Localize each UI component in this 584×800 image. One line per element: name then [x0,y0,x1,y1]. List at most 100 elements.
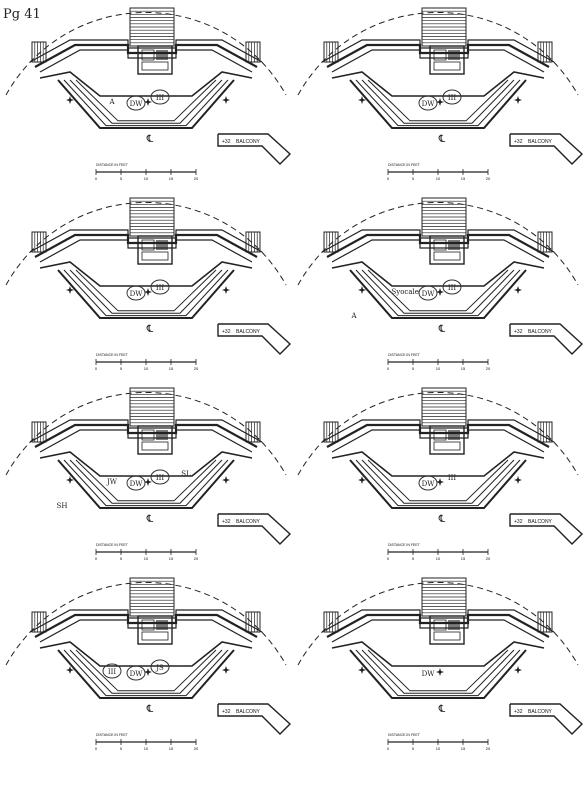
scale-tick-label: 5 [412,176,415,181]
annotation-dw: DW [422,670,436,678]
lower-wall [39,451,253,477]
column-star-icon [436,668,444,676]
right-side-stairs [537,231,553,253]
scale-tick-label: 10 [144,176,149,181]
annotation-circle [418,95,438,111]
annotation-circle [126,95,146,111]
wall-band [326,423,550,448]
dome-arc [297,582,579,666]
annotation-dw: DW [126,95,146,111]
annotation-iii: III [150,279,170,295]
annotation-text: A [108,98,115,106]
room-outline [429,45,465,75]
room-outline [429,425,465,455]
scale-tick-label: 15 [461,366,466,371]
column-star-icon [358,286,366,294]
balcony-outline [217,513,292,545]
wall-band [39,49,253,73]
annotation-sh: SH [57,502,68,510]
room-outline [429,615,465,645]
stair-outline [31,231,47,253]
scale-tick-label: 10 [144,556,149,561]
column-star-icon [222,476,230,484]
annotation-syocale: -Syocale [389,288,419,296]
wall-band [326,233,550,258]
balcony-elevation: +32 [514,709,523,715]
scale-tick-label: 10 [436,176,441,181]
annotation-a: A [108,98,115,106]
scale-tick-label: 15 [169,556,174,561]
scale-tick-label: 10 [144,746,149,751]
annotation-dw: DW [126,475,146,491]
column-star-icon [358,96,366,104]
left-side-stairs [323,421,339,443]
scale-tick-label: 20 [194,746,199,751]
scale-tick-label: 15 [461,556,466,561]
scale-tick-label: 20 [194,366,199,371]
lower-wall [331,641,545,667]
centerline-mark: ℄ [438,704,446,715]
stair-outline [323,41,339,63]
room-cell [433,441,461,451]
room-cell [433,49,447,61]
seating-band [355,459,521,507]
right-side-stairs [245,231,261,253]
stair-outline [245,41,261,63]
lower-wall [331,451,545,477]
room-cell [448,620,460,630]
scale-tick-label: 15 [461,176,466,181]
balcony-elevation: +32 [222,329,231,335]
scale-tick-label: 5 [412,556,415,561]
annotation-sl: SL [181,470,191,478]
scale-tick-label: 15 [461,746,466,751]
balcony-label: BALCONY [528,329,553,335]
annotation-circle [150,469,170,485]
stair-outline [323,611,339,633]
room-outline [137,235,173,265]
balcony-outline [217,703,292,735]
control-room [137,45,173,75]
annotation-circle [150,89,170,105]
room-cell [448,50,460,60]
scale-tick-label: 20 [486,746,491,751]
column-star-icon [66,286,74,294]
page-number-mark: Pg 41 [3,7,41,22]
balcony-elevation: +32 [514,519,523,525]
wall-band [39,429,253,453]
balcony-outline [509,703,584,735]
centerline-mark: ℄ [146,514,154,525]
wall-band [331,429,545,453]
annotation-text: JS [155,664,164,672]
stair-outline [31,421,47,443]
room-cell [433,619,447,631]
balcony-label: BALCONY [236,329,261,335]
annotation-text: SH [57,502,68,510]
dome-arc [297,202,579,286]
scale-caption: DISTANCE IN FEET [96,733,129,737]
dome-arc [5,582,287,666]
annotation-text: DW [422,670,436,678]
scale-tick-label: 5 [120,746,123,751]
column-star-icon [222,666,230,674]
scale-tick-label: 10 [436,746,441,751]
annotation-iii: III [448,474,457,482]
scale-tick-label: 20 [486,556,491,561]
scale-tick-label: 20 [486,366,491,371]
wall-band [321,609,555,633]
annotation-circle [126,285,146,301]
room-cell [141,631,169,641]
stage-stairs [421,577,467,617]
column-star-icon [222,286,230,294]
seating-band [349,459,527,509]
column-star-icon [144,478,152,486]
